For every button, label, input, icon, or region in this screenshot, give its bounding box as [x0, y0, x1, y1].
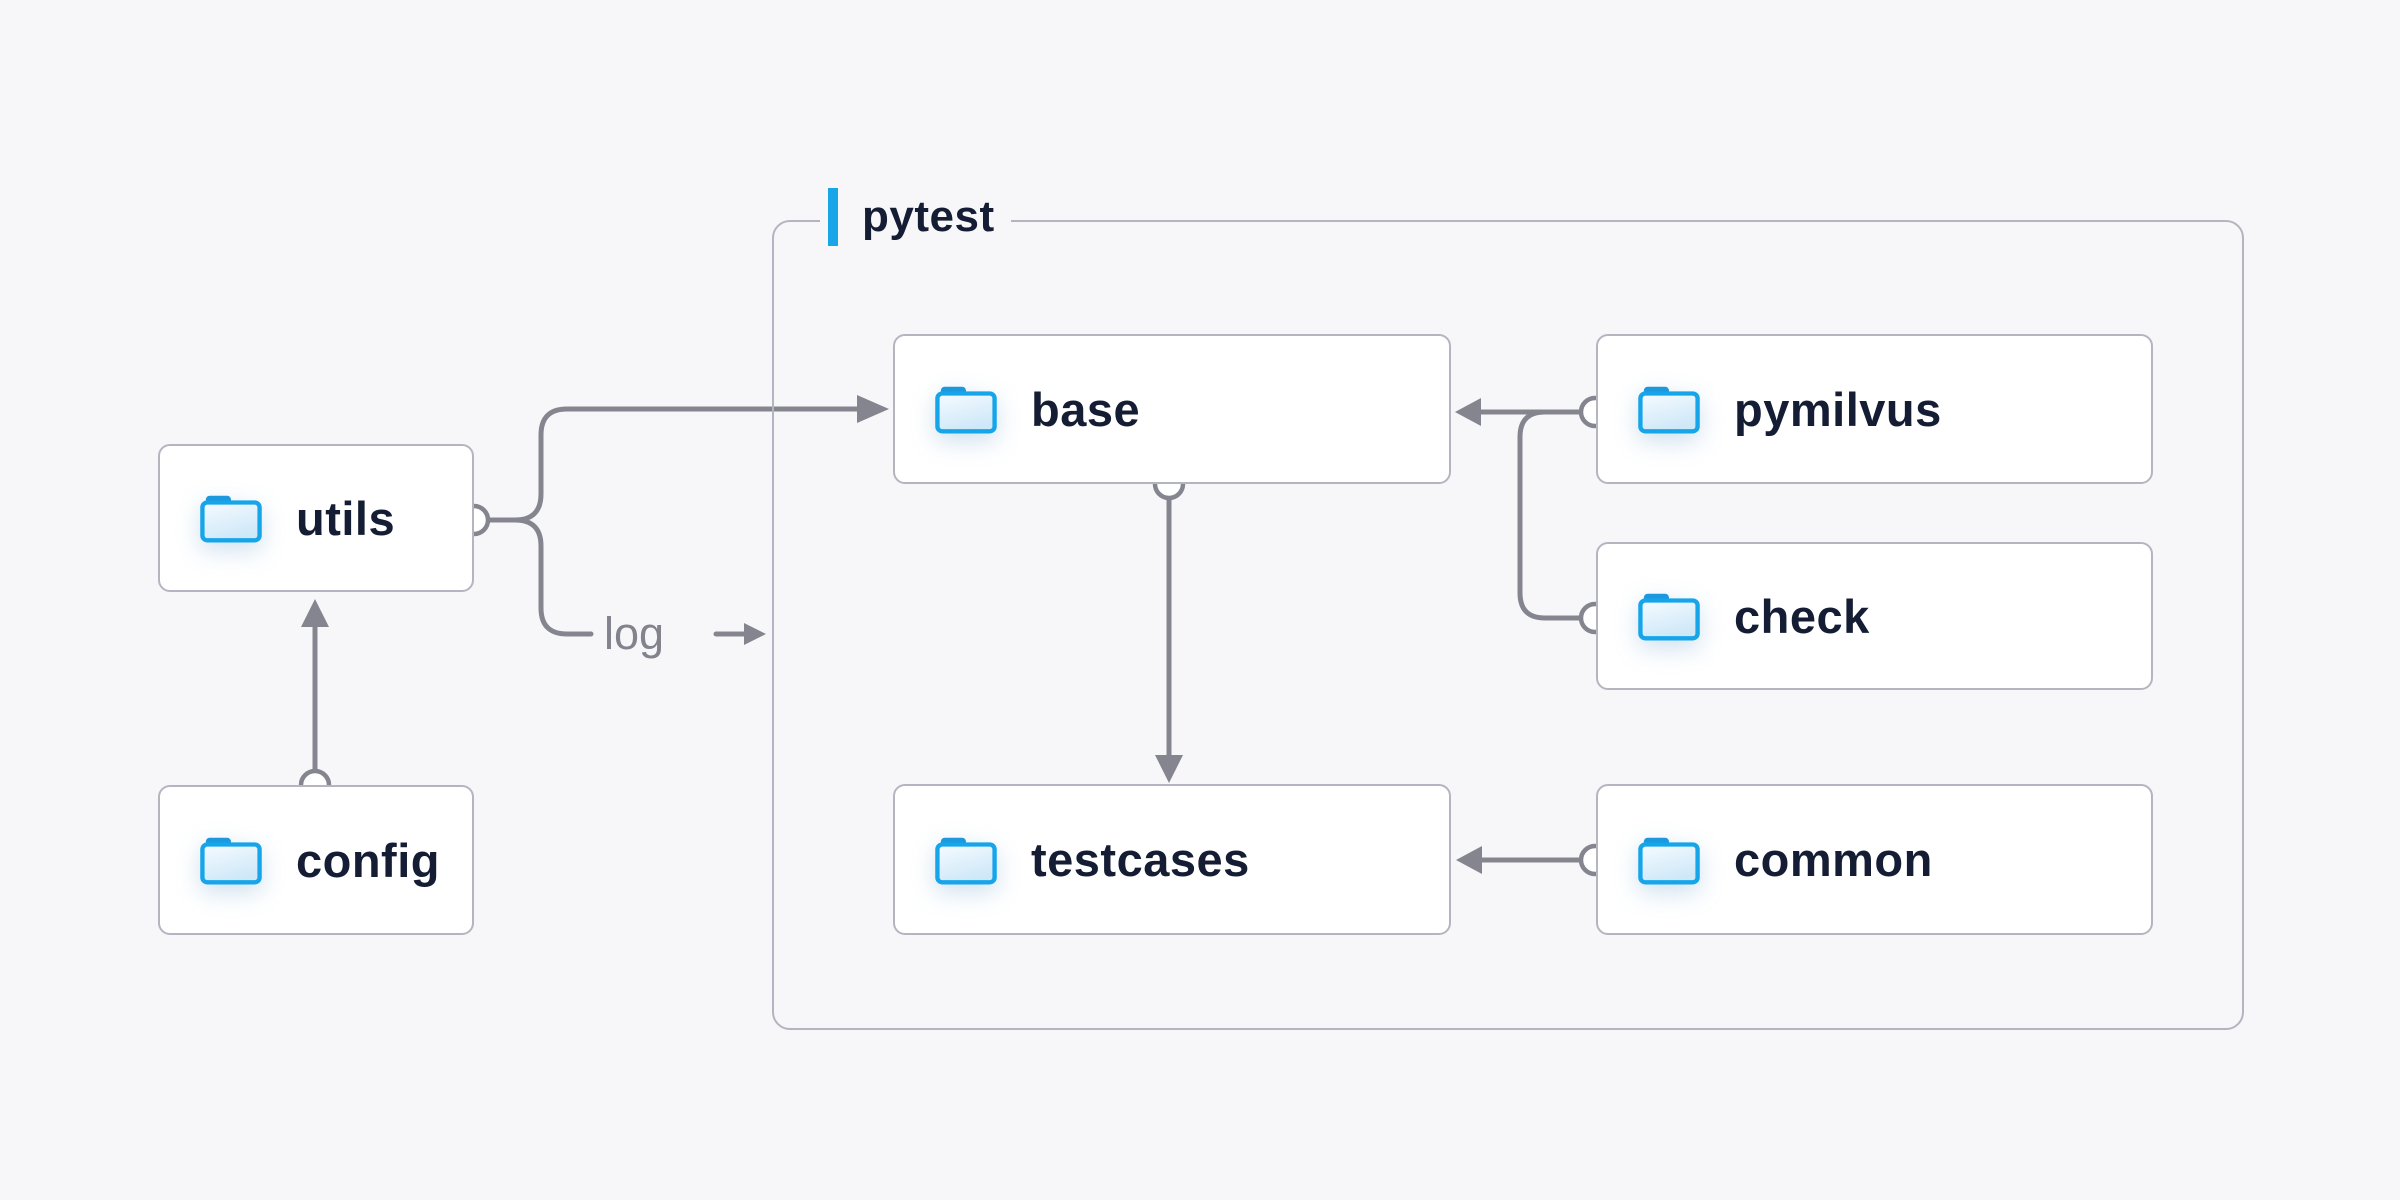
node-common-label: common — [1734, 833, 1933, 886]
edge-utils-to-log — [485, 517, 766, 645]
accent-bar — [828, 188, 838, 246]
folder-icon — [200, 834, 262, 886]
edge-label-log: log — [604, 608, 665, 659]
node-config: config — [158, 785, 474, 935]
node-utils: utils — [158, 444, 474, 592]
node-pymilvus: pymilvus — [1596, 334, 2153, 484]
node-check: check — [1596, 542, 2153, 690]
folder-icon — [200, 492, 262, 544]
node-testcases-label: testcases — [1031, 833, 1250, 886]
node-config-label: config — [296, 833, 440, 887]
pytest-group-label: pytest — [820, 186, 1011, 248]
pytest-group-frame — [772, 220, 2244, 1030]
node-pymilvus-label: pymilvus — [1734, 382, 1942, 436]
folder-icon — [935, 383, 997, 435]
node-utils-label: utils — [296, 491, 396, 545]
node-check-label: check — [1734, 589, 1870, 643]
folder-icon — [1638, 383, 1700, 435]
edge-config-to-utils — [298, 599, 332, 802]
pytest-group-title: pytest — [862, 192, 995, 241]
node-testcases: testcases — [893, 784, 1451, 935]
folder-icon — [935, 834, 997, 886]
edge-utils-to-base — [485, 395, 889, 523]
folder-icon — [1638, 834, 1700, 886]
node-common: common — [1596, 784, 2153, 935]
node-base-label: base — [1031, 382, 1141, 436]
folder-icon — [1638, 590, 1700, 642]
node-base: base — [893, 334, 1451, 484]
